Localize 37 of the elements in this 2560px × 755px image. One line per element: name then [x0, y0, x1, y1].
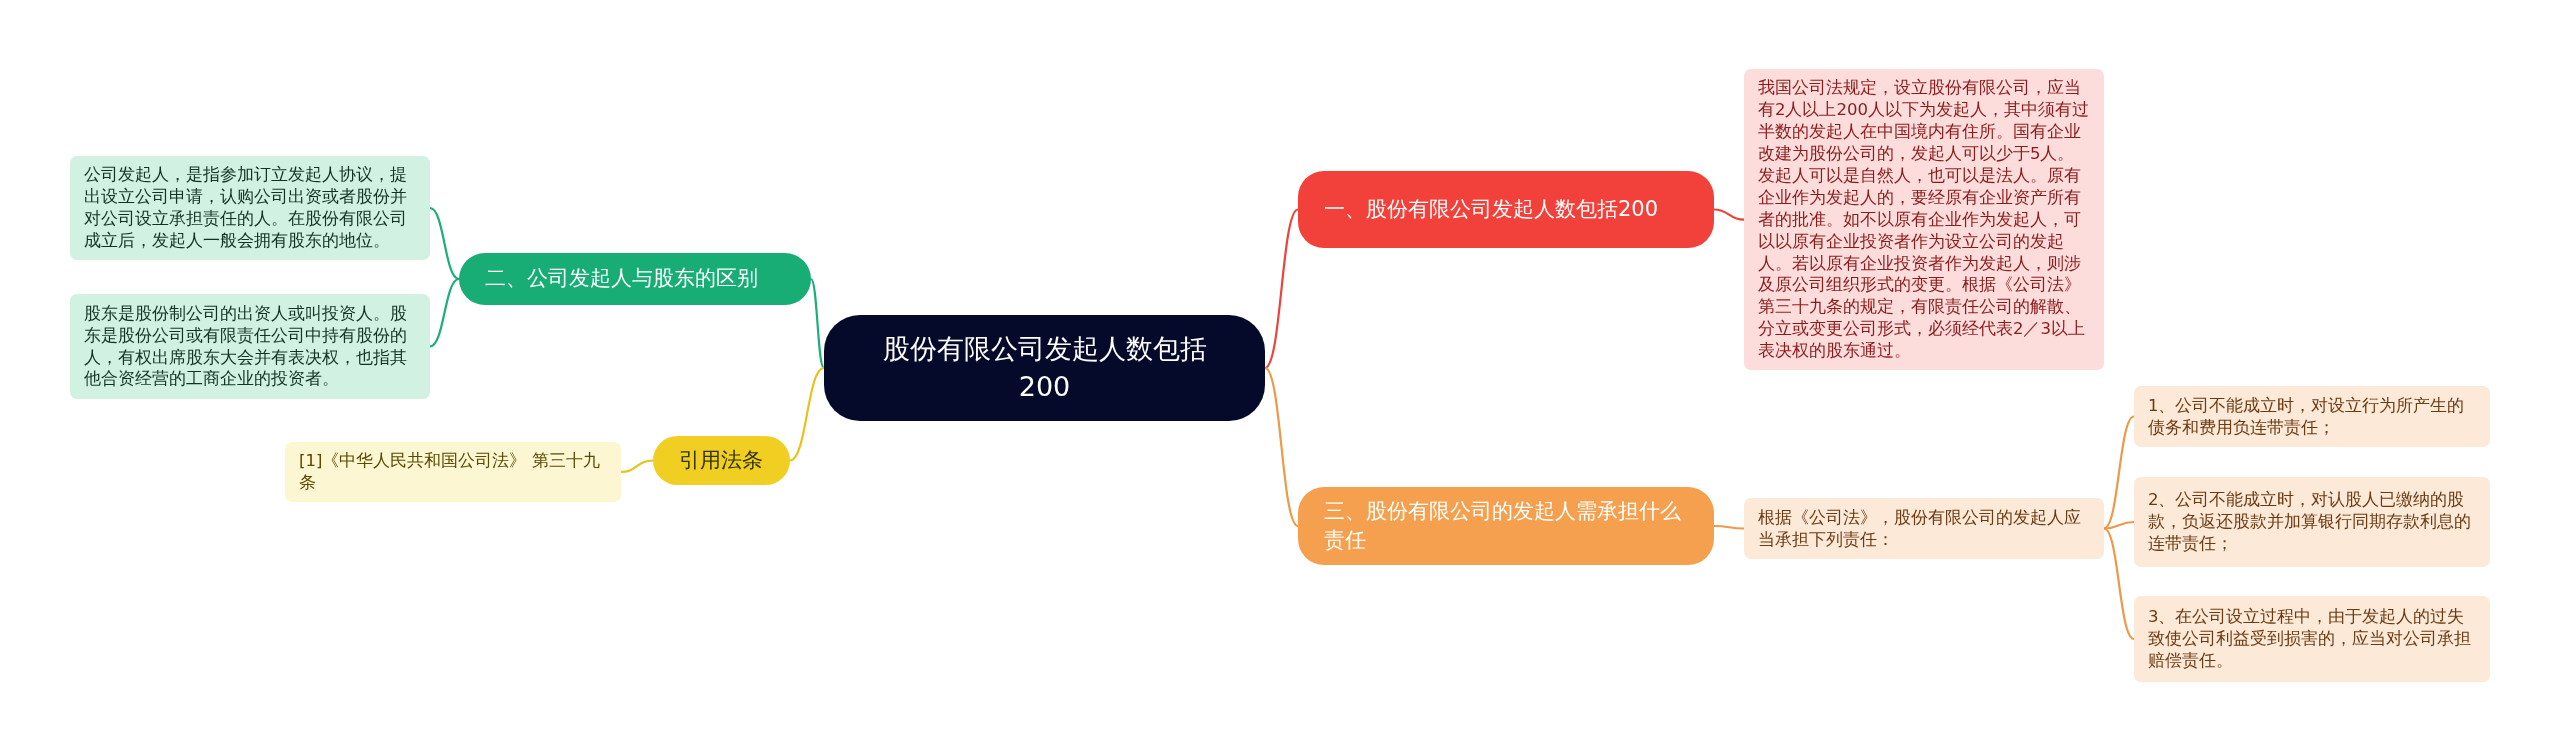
connector-line — [620, 459, 654, 474]
note-text: 根据《公司法》，股份有限公司的发起人应当承担下列责任： — [1758, 506, 2082, 551]
topic-text: 三、股份有限公司的发起人需承担什么责任 — [1324, 497, 1682, 554]
note-text: 我国公司法规定，设立股份有限公司，应当有2人以上200人以下为发起人，其中须有过半数的发起人在中国境内有住所。国有企业改建为股份公司的，发起人可以少于5人。发起人可以是自然人，也可以是法人。原有企业作为发起人的，要经原有企业资产所有者的批准。如不以原有企业作为发起人，可以以原有企业投资者作为设立公司的发起人。若以原有企业投资者作为发起人，则涉及原公司组织形式的变更。根据《公司法》第三十九条的规定，有限责任公司的解散、分立或变更公司形式，必须经代表2／3以上表决权的股东通过。 — [1758, 77, 2090, 363]
note-text: 股东是股份制公司的出资人或叫投资人。股东是股份公司或有限责任公司中持有股份的人，有权出席股东大会并有表决权，也指其他合资经营的工商企业的投资者。 — [84, 302, 408, 391]
connector-line — [1714, 524, 1744, 530]
topic-text: 一、股份有限公司发起人数包括200 — [1324, 195, 1659, 223]
note-text: 公司发起人，是指参加订立发起人协议，提出设立公司申请，认购公司出资或者股份并对公司设立承担责任的人。在股份有限公司成立后，发起人一般会拥有股东的地位。 — [84, 164, 408, 252]
note-text: 3、在公司设立过程中，由于发起人的过失致使公司利益受到损害的，应当对公司承担赔偿责任。 — [2148, 606, 2472, 672]
note-text: 1、公司不能成立时，对设立行为所产生的债务和费用负连带责任； — [2148, 394, 2466, 439]
note-card — [2134, 477, 2490, 567]
note-card — [70, 294, 430, 399]
branch-topic — [1298, 487, 1714, 565]
connector-line — [1713, 208, 1745, 221]
connector-line — [1264, 367, 1299, 527]
connector-line — [789, 367, 825, 462]
central-topic — [824, 315, 1265, 421]
topic-text: 引用法条 — [679, 446, 763, 474]
topic-text: 股份有限公司发起人数包括200 — [881, 332, 1208, 404]
note-text: 2、公司不能成立时，对认股人已缴纳的股款，负返还股款并加算银行同期存款利息的连带责任； — [2148, 489, 2472, 555]
note-card — [70, 156, 430, 260]
note-card — [285, 442, 621, 502]
note-text: [1]《中华人民共和国公司法》 第三十九条 — [299, 450, 601, 494]
topic-text: 二、公司发起人与股东的区别 — [485, 265, 758, 293]
connector-line — [429, 277, 460, 348]
branch-topic — [653, 436, 790, 485]
connector-line — [810, 278, 825, 369]
connector-line — [2103, 520, 2135, 530]
note-card — [1744, 498, 2104, 559]
connector-line — [1264, 208, 1299, 369]
branch-topic — [459, 253, 811, 305]
connector-line — [2103, 415, 2135, 530]
branch-topic — [1298, 171, 1714, 248]
connector-line — [2103, 527, 2135, 640]
note-card — [2134, 596, 2490, 682]
note-card — [2134, 386, 2490, 447]
connector-line — [429, 207, 460, 280]
